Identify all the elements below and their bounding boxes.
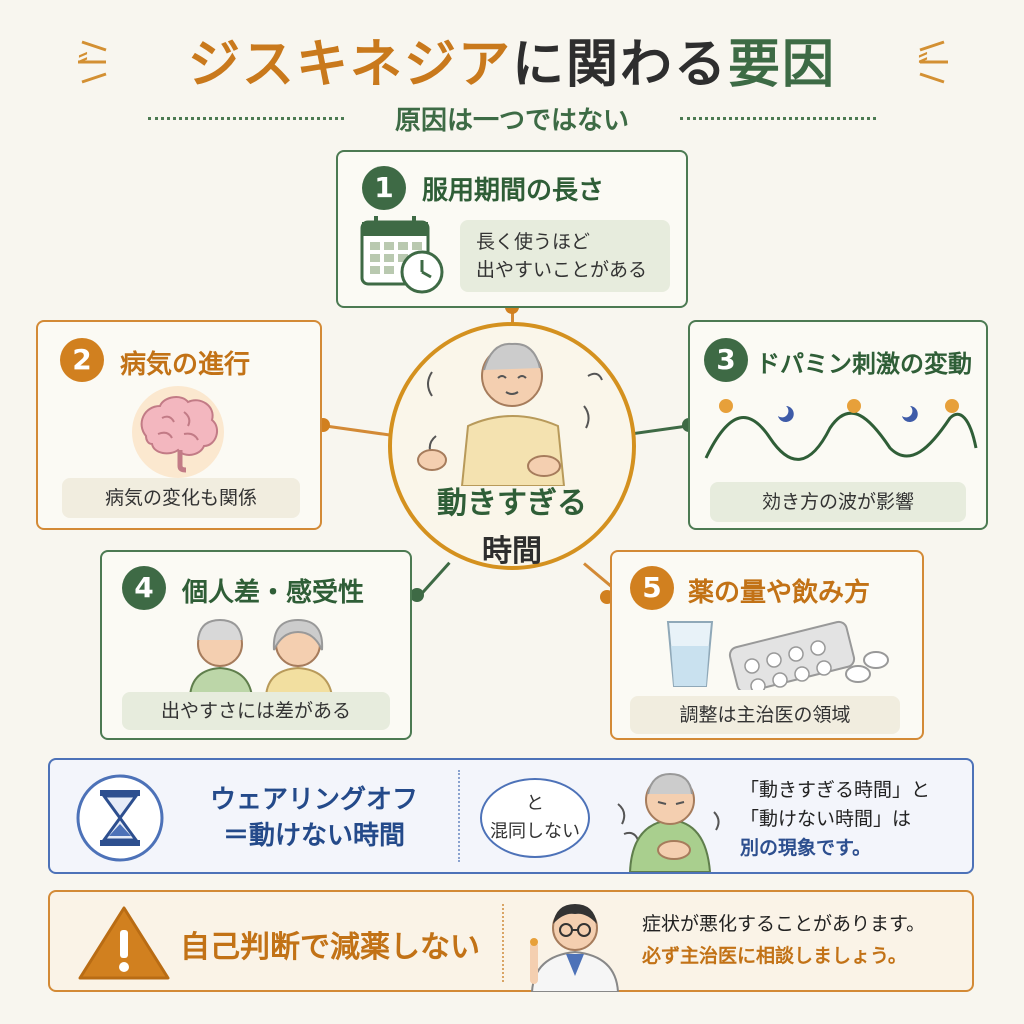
- factor-note-1-line1: 長く使うほど: [476, 231, 591, 253]
- wearing-off-text-line3: 別の現象です。: [740, 837, 872, 859]
- center-label-line1: 動きすぎる: [437, 486, 587, 521]
- page-subtitle: 原因は一つではない: [394, 106, 629, 136]
- title-part2: に関わる: [511, 35, 728, 95]
- wearing-off-title-line1: ウェアリングオフ: [209, 785, 418, 815]
- wearing-off-box: ウェアリングオフ ＝動けない時間 と 混同しない 「動きすぎる時間」と 「動けな…: [48, 758, 974, 874]
- factor-card-1: 1 服用期間の長さ 長く使うほど 出やすいことがある: [336, 150, 688, 308]
- wearing-off-title: ウェアリングオフ ＝動けない時間: [184, 782, 444, 854]
- sparkle-left-lines-icon: [78, 40, 107, 84]
- wave-sun-moon-icon: [704, 399, 978, 461]
- subtitle-divider-right: [680, 117, 876, 120]
- factor-number-2: 2: [60, 338, 104, 382]
- warning-text: 症状が悪化することがあります。 必ず主治医に相談しましょう。: [642, 908, 925, 972]
- water-glass-pills-icon: [666, 620, 889, 690]
- sparkle-right-icon: ⸗: [918, 38, 928, 73]
- factor-note-1-line2: 出やすいことがある: [476, 259, 648, 281]
- factor-note-4: 出やすさには差がある: [122, 692, 390, 730]
- warning-title: 自己判断で減薬しない: [180, 930, 480, 965]
- page-title: ジスキネジアに関わる要因: [0, 22, 1024, 97]
- factor-note-2: 病気の変化も関係: [62, 478, 300, 518]
- subtitle-divider-left: [148, 117, 344, 120]
- factor-number-4: 4: [122, 566, 166, 610]
- factor-card-5: 5 薬の量や飲み方 調整は主治医の領域: [610, 550, 924, 740]
- warning-text-line1: 症状が悪化することがあります。: [642, 913, 926, 935]
- connector-dot-4: [410, 588, 424, 602]
- warning-text-line2: 必ず主治医に相談しましょう。: [642, 945, 907, 967]
- bubble-line2: 混同しない: [490, 821, 580, 842]
- warning-icon: [78, 906, 170, 980]
- wearing-off-text-line2: 「動けない時間」は: [740, 808, 912, 830]
- calendar-clock-icon: [360, 216, 444, 294]
- factor-card-4: 4 個人差・感受性 出やすさには差がある: [100, 550, 412, 740]
- factor-note-5: 調整は主治医の領域: [630, 696, 900, 734]
- warning-box: 自己判断で減薬しない 症状が悪化することがあります。 必ず主治医に相談しましょう…: [48, 890, 974, 992]
- elderly-man-moving-icon: [417, 342, 603, 486]
- connector-1: [511, 305, 514, 325]
- warning-divider: [502, 904, 504, 982]
- factor-card-2: 2 病気の進行 病気の変化も関係: [36, 320, 322, 530]
- confusion-bubble: と 混同しない: [480, 778, 590, 858]
- wearing-off-divider: [458, 770, 460, 862]
- wearing-off-text: 「動きすぎる時間」と 「動けない時間」は 別の現象です。: [740, 776, 930, 863]
- factor-title-1: 服用期間の長さ: [422, 176, 605, 206]
- two-people-icon: [188, 618, 334, 696]
- title-part1: ジスキネジア: [187, 35, 512, 95]
- stiff-elderly-man-icon: [617, 772, 720, 872]
- center-label: 動きすぎる 時間: [388, 478, 636, 570]
- connector-2: [321, 424, 394, 438]
- title-part3: 要因: [728, 35, 837, 95]
- factor-number-5: 5: [630, 566, 674, 610]
- factor-title-4: 個人差・感受性: [182, 578, 365, 608]
- wearing-off-title-line2: ＝動けない時間: [222, 821, 405, 851]
- factor-title-5: 薬の量や飲み方: [688, 578, 871, 608]
- connector-3: [633, 424, 689, 435]
- hourglass-icon: [76, 774, 164, 862]
- center-label-line2: 時間: [482, 534, 542, 569]
- brain-icon: [132, 386, 224, 478]
- doctor-icon: [530, 904, 620, 992]
- wearing-off-text-line1: 「動きすぎる時間」と: [740, 779, 931, 801]
- factor-number-3: 3: [704, 338, 748, 382]
- sparkle-left-icon: ⸗: [78, 38, 88, 73]
- factor-number-1: 1: [362, 166, 406, 210]
- factor-title-2: 病気の進行: [120, 350, 251, 380]
- factor-note-1: 長く使うほど 出やすいことがある: [460, 220, 670, 292]
- bubble-line1: と: [526, 793, 544, 814]
- factor-note-3: 効き方の波が影響: [710, 482, 966, 522]
- sparkle-right-lines-icon: [919, 40, 948, 84]
- factor-title-3: ドパミン刺激の変動: [756, 350, 972, 378]
- factor-card-3: 3 ドパミン刺激の変動 効き方の波が影響: [688, 320, 988, 530]
